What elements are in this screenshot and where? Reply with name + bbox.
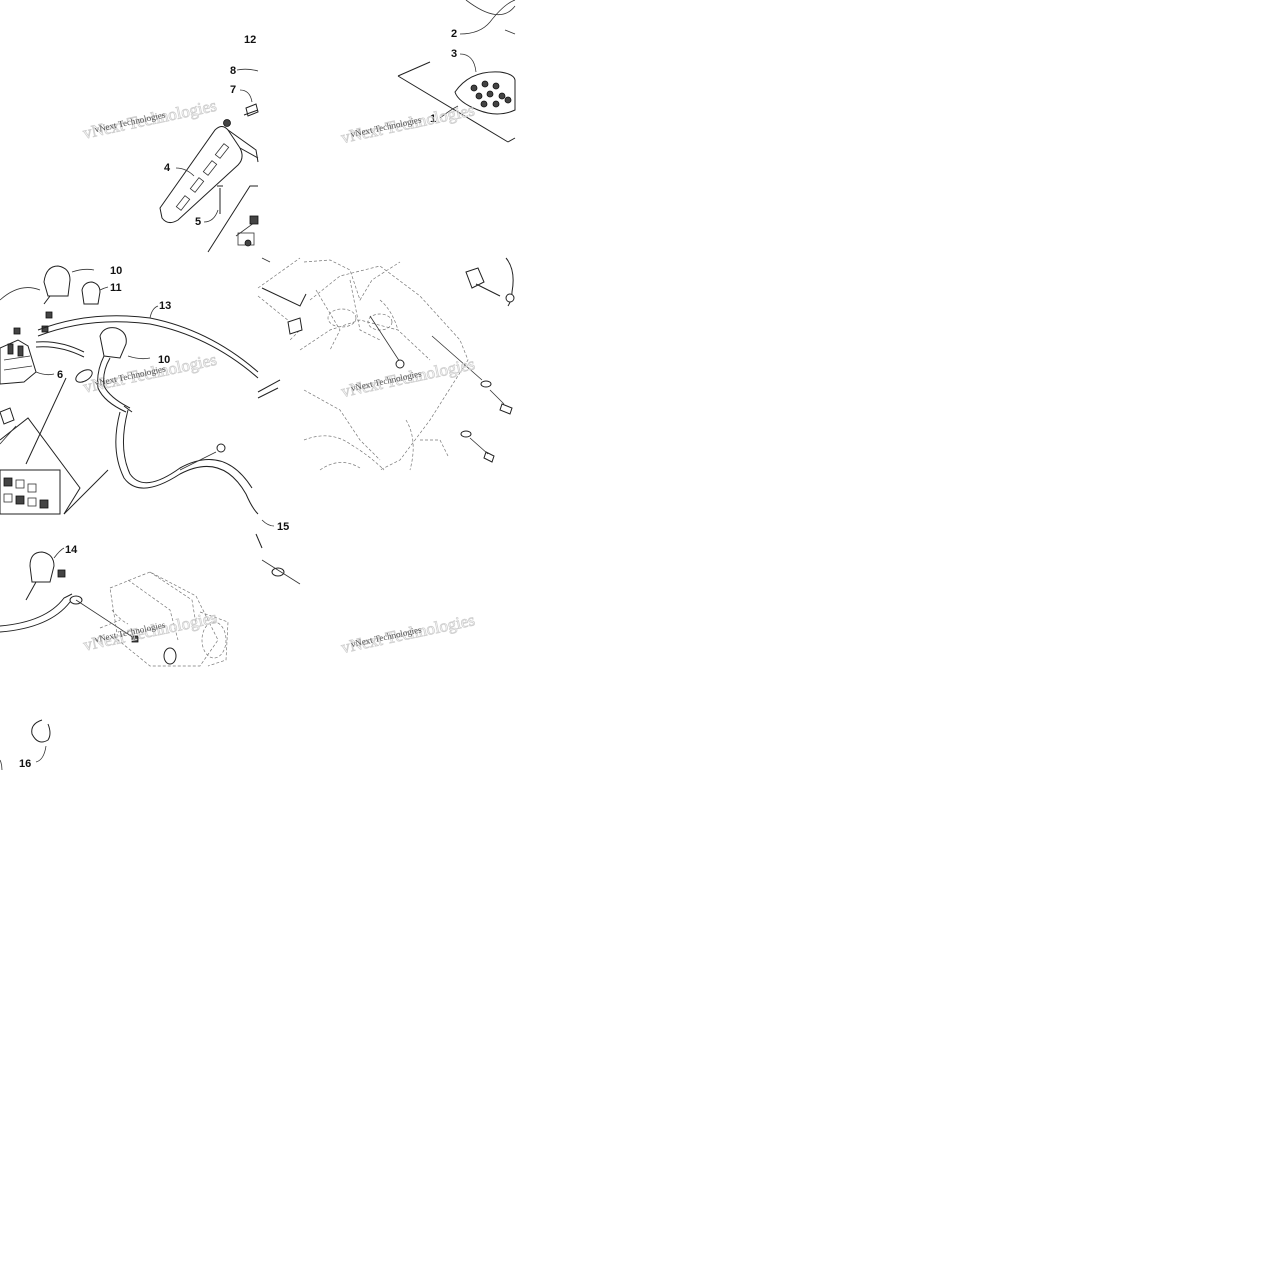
callout-5: 5	[195, 216, 201, 228]
callout-6: 6	[57, 369, 63, 381]
callout-13: 13	[159, 300, 171, 312]
callout-8: 8	[230, 65, 236, 77]
chassis-group	[257, 257, 515, 471]
solenoid-cable-group	[0, 265, 259, 515]
battery-strap-group	[159, 68, 271, 263]
callout-labels: 1 2 3 4 5 6 7 8 10 10 11 12 13 14 15 16	[19, 28, 457, 770]
callout-3: 3	[451, 48, 457, 60]
callout-10-top: 10	[110, 265, 122, 277]
cover-plate-group	[397, 0, 516, 143]
callout-15: 15	[277, 521, 289, 533]
callout-1: 1	[430, 113, 436, 125]
callout-14: 14	[65, 544, 78, 556]
callout-12: 12	[244, 34, 256, 46]
callout-2: 2	[451, 28, 457, 40]
starter-motor-group	[0, 519, 301, 771]
callout-16: 16	[19, 758, 31, 770]
callout-7: 7	[230, 84, 236, 96]
callout-4: 4	[164, 162, 171, 174]
callout-10-bottom: 10	[158, 354, 170, 366]
callout-11: 11	[110, 282, 122, 294]
